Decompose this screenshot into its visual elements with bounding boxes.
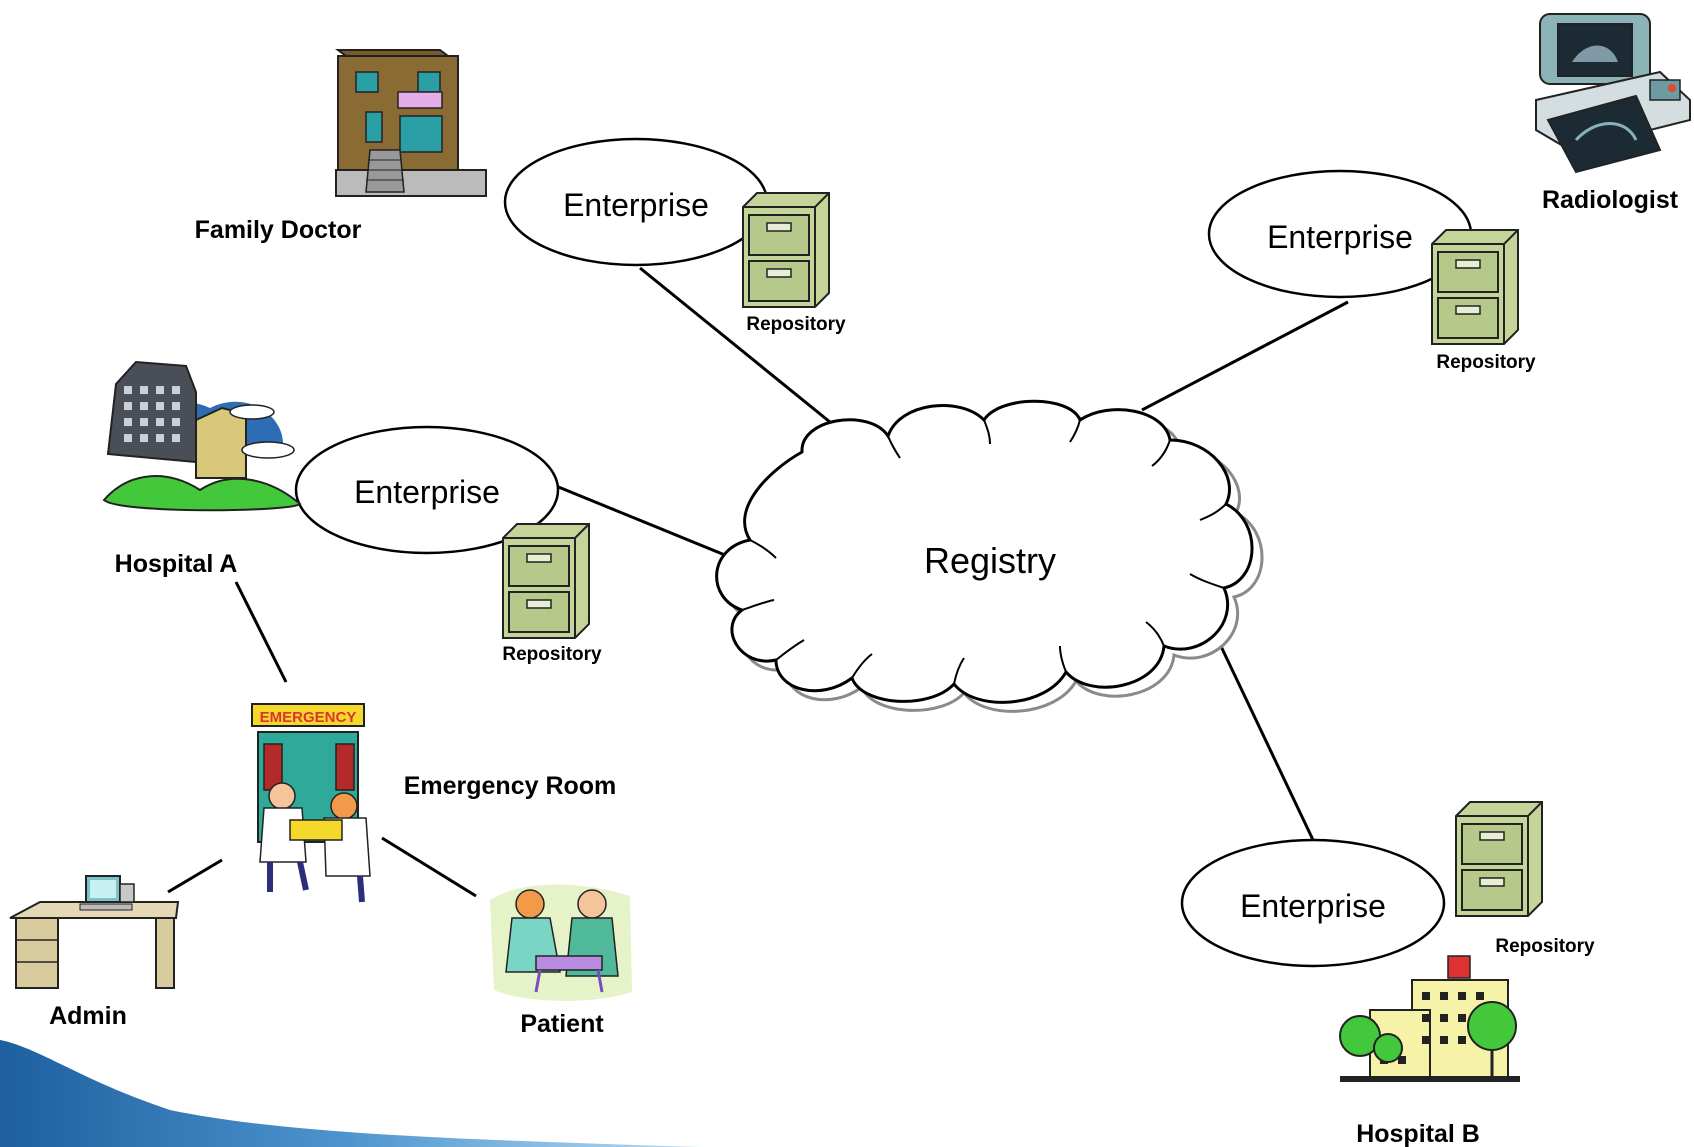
family-doctor-label: Family Doctor bbox=[195, 216, 362, 244]
enterprise-radiologist[interactable]: Enterprise bbox=[1207, 169, 1473, 299]
hospital-a-building-icon bbox=[102, 360, 302, 512]
emergency-sign-text: EMERGENCY bbox=[260, 709, 357, 726]
link-er-patient bbox=[381, 836, 477, 898]
repository-hospital-a[interactable]: Repository bbox=[502, 523, 602, 665]
decorative-ribbon bbox=[0, 1040, 700, 1147]
enterprise-family-doctor[interactable]: Enterprise bbox=[503, 137, 769, 267]
family-doctor-building-icon bbox=[335, 49, 487, 197]
emergency-room-label: Emergency Room bbox=[404, 772, 617, 800]
link-radiologist-registry bbox=[1141, 300, 1349, 412]
link-er-admin bbox=[167, 858, 223, 894]
patient-icon bbox=[490, 884, 632, 1001]
hospital-b-building-icon bbox=[1339, 955, 1520, 1082]
repository-radiologist[interactable]: Repository bbox=[1431, 229, 1536, 373]
admin-label: Admin bbox=[49, 1002, 127, 1030]
enterprise-hospital-a[interactable]: Enterprise bbox=[294, 425, 560, 555]
enterprise-label: Enterprise bbox=[1240, 888, 1386, 924]
link-hospital-a-registry bbox=[555, 484, 743, 564]
enterprise-hospital-b[interactable]: Enterprise bbox=[1180, 838, 1446, 968]
patient-label: Patient bbox=[520, 1010, 604, 1038]
hospital-a-label: Hospital A bbox=[115, 550, 238, 578]
repository-label: Repository bbox=[1495, 936, 1595, 957]
repository-hospital-b[interactable]: Repository bbox=[1455, 801, 1595, 957]
connection-lines bbox=[167, 266, 1349, 898]
repository-label: Repository bbox=[1436, 352, 1536, 373]
enterprise-label: Enterprise bbox=[1267, 219, 1413, 255]
link-hospital-a-er bbox=[234, 581, 288, 683]
link-hospital-b-registry bbox=[1216, 639, 1316, 843]
enterprise-label: Enterprise bbox=[563, 187, 709, 223]
link-family-registry bbox=[639, 266, 863, 450]
repository-label: Repository bbox=[746, 314, 846, 335]
radiologist-label: Radiologist bbox=[1542, 186, 1679, 214]
repository-label: Repository bbox=[502, 644, 602, 665]
hospital-b-label: Hospital B bbox=[1356, 1120, 1480, 1147]
admin-desk-icon bbox=[9, 875, 180, 989]
registry-cloud: Registry bbox=[715, 399, 1264, 713]
emergency-room-icon: EMERGENCY bbox=[251, 703, 371, 903]
enterprise-label: Enterprise bbox=[354, 474, 500, 510]
repository-family-doctor[interactable]: Repository bbox=[742, 192, 846, 335]
registry-label: Registry bbox=[924, 540, 1056, 581]
radiologist-scanner-icon bbox=[1535, 13, 1691, 174]
